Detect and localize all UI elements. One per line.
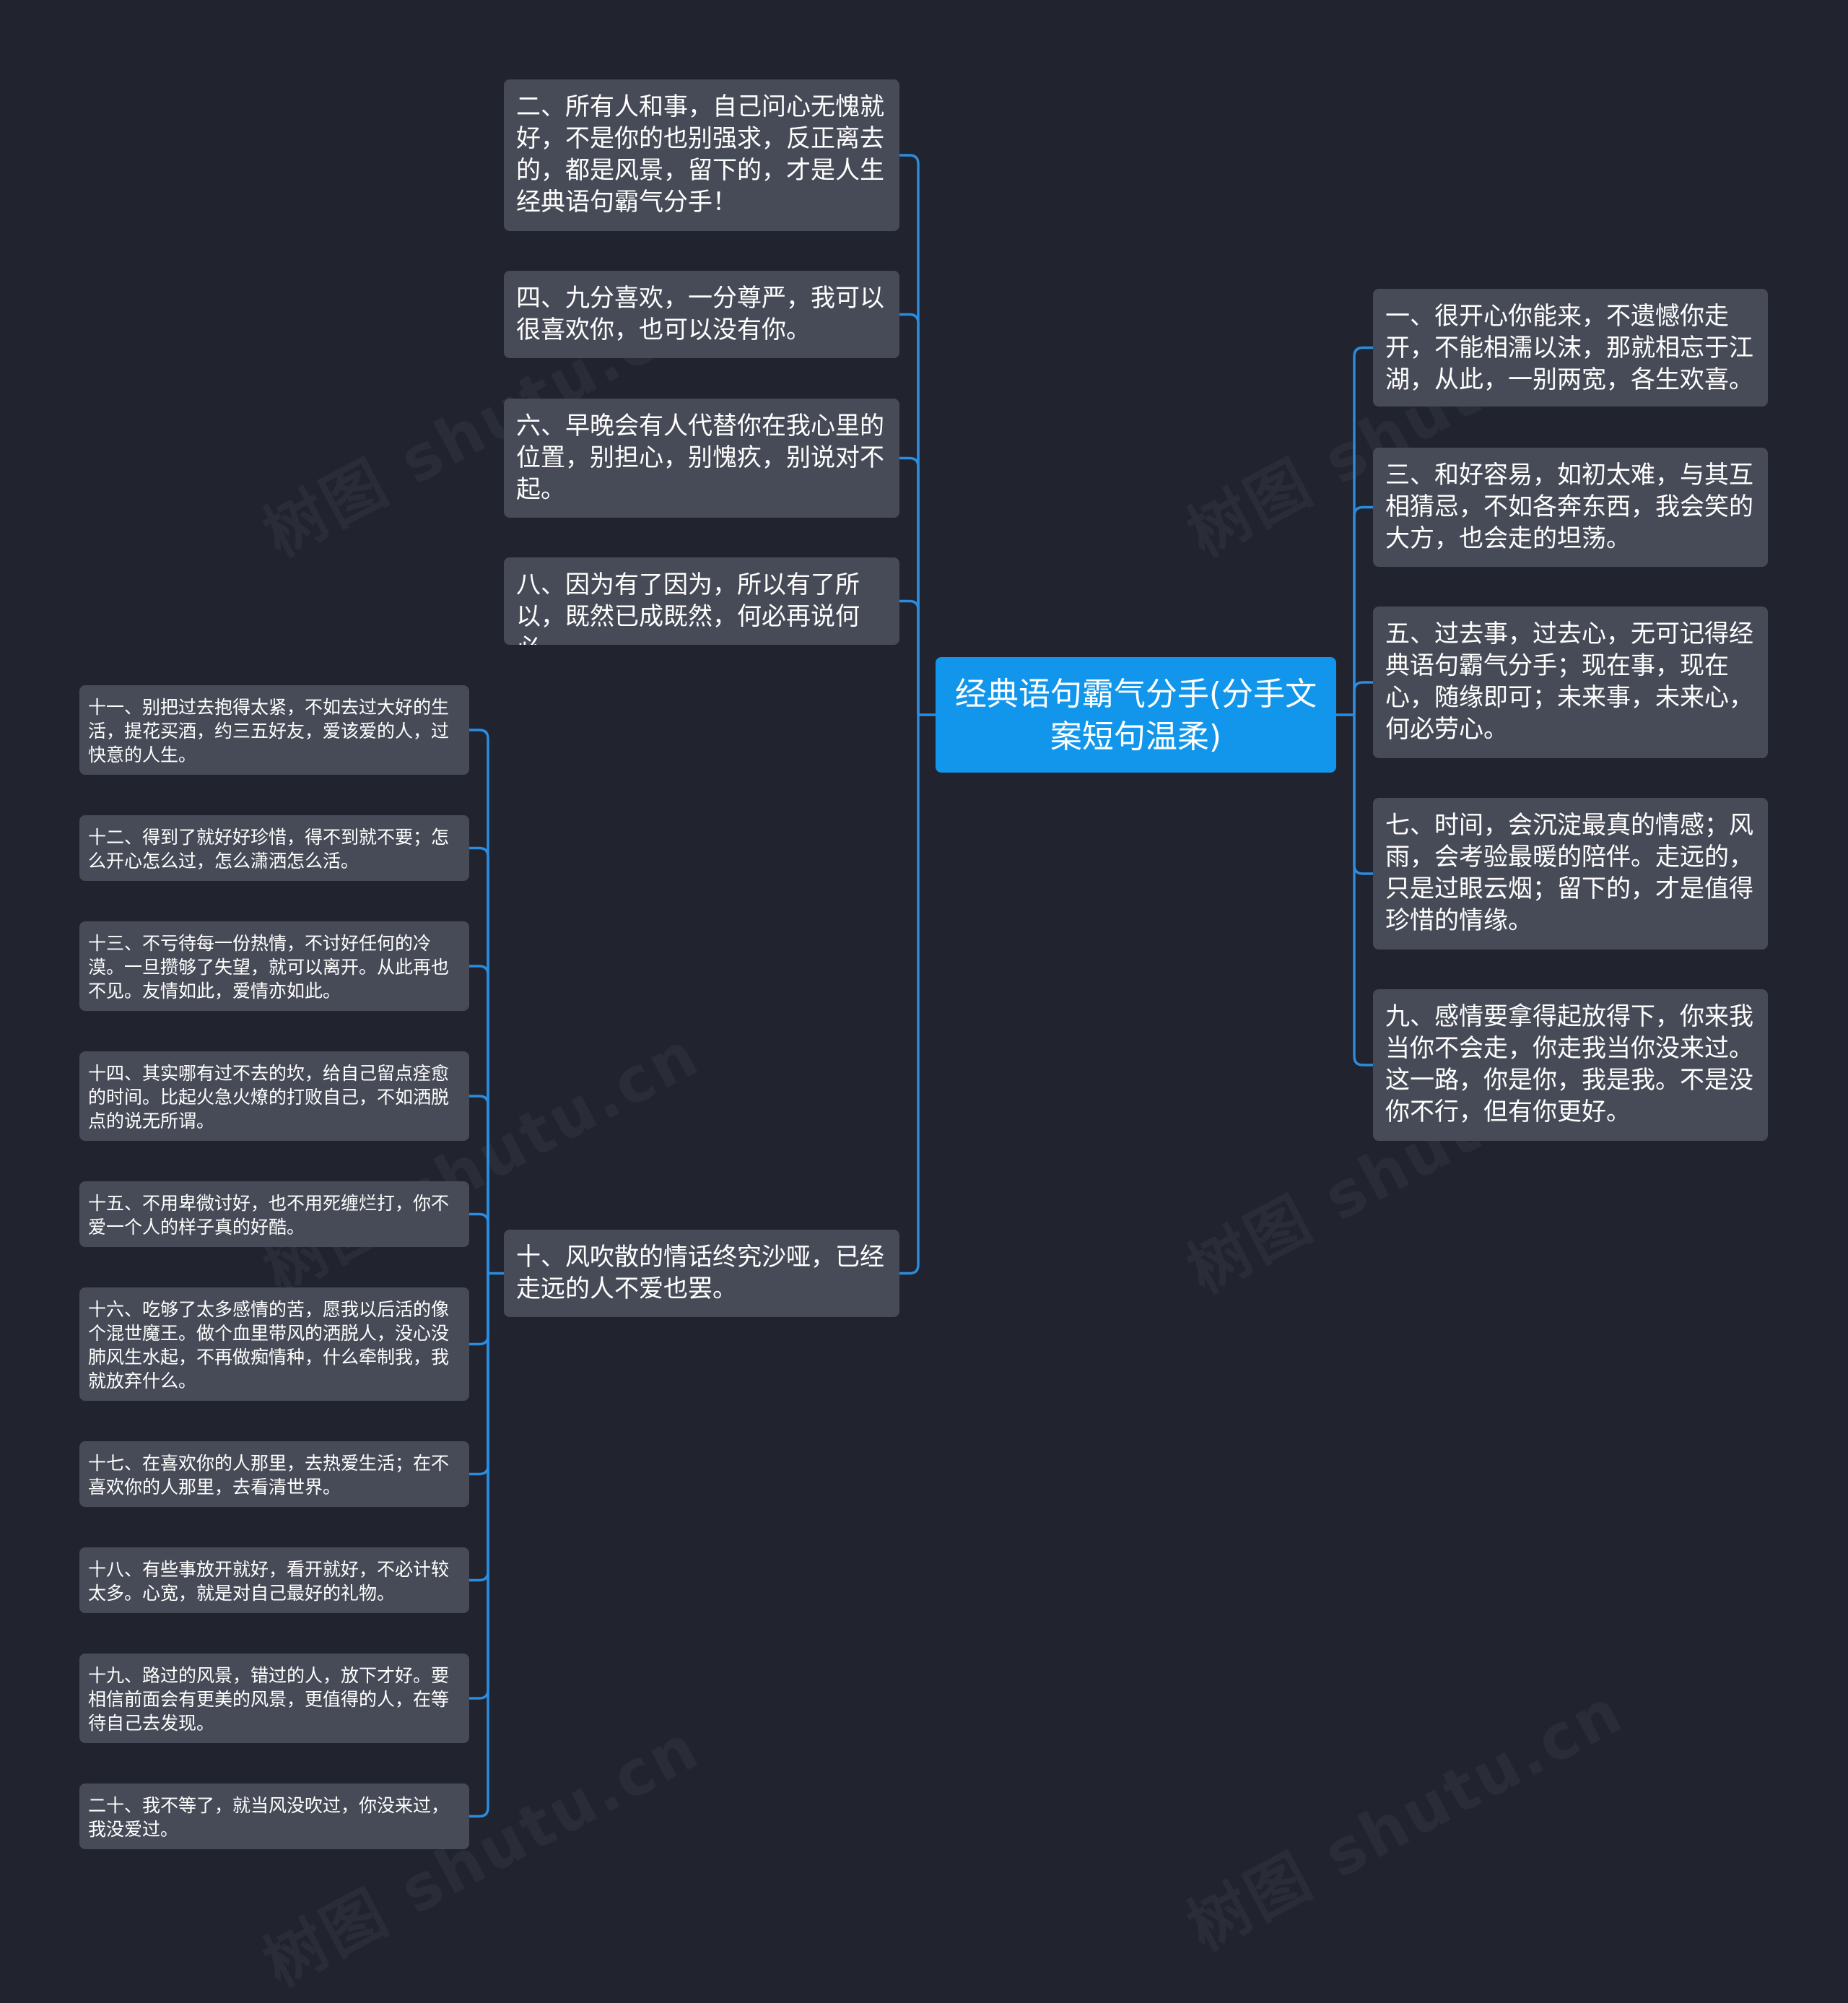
branch-node-7[interactable]: 七、时间，会沉淀最真的情感；风雨，会考验最暖的陪伴。走远的，只是过眼云烟；留下的… — [1373, 798, 1768, 950]
leaf-node-20[interactable]: 二十、我不等了，就当风没吹过，你没来过，我没爱过。 — [79, 1783, 469, 1849]
root-node[interactable]: 经典语句霸气分手(分手文案短句温柔) — [936, 657, 1336, 773]
left-branch-edge-5 — [899, 715, 920, 1275]
right-branch-edge-4 — [1353, 715, 1373, 875]
branch-node-9[interactable]: 九、感情要拿得起放得下，你来我当你不会走，你走我当你没来过。这一路，你是你，我是… — [1373, 989, 1768, 1141]
leaf-branch-edge-2 — [469, 846, 489, 1274]
leaf-branch-edge-7 — [469, 1273, 489, 1476]
leaf-branch-edge-3 — [469, 965, 489, 1274]
leaf-node-15[interactable]: 十五、不用卑微讨好，也不用死缠烂打，你不爱一个人的样子真的好酷。 — [79, 1181, 469, 1247]
leaf-node-12[interactable]: 十二、得到了就好好珍惜，得不到就不要；怎么开心怎么过，怎么潇洒怎么活。 — [79, 815, 469, 881]
leaf-branch-edge-9 — [469, 1273, 489, 1700]
branch-node-8[interactable]: 八、因为有了因为，所以有了所以，既然已成既然，何必再说何必。 — [504, 557, 899, 645]
branch-node-10[interactable]: 十、风吹散的情话终究沙哑，已经走远的人不爱也罢。 — [504, 1230, 899, 1317]
leaf-node-14[interactable]: 十四、其实哪有过不去的坎，给自己留点痊愈的时间。比起火急火燎的打败自己，不如洒脱… — [79, 1051, 469, 1141]
branch-node-6[interactable]: 六、早晚会有人代替你在我心里的位置，别担心，别愧疚，别说对不起。 — [504, 399, 899, 518]
branch-node-1[interactable]: 一、很开心你能来，不遗憾你走开，不能相濡以沫，那就相忘于江湖，从此，一别两宽，各… — [1373, 289, 1768, 407]
leaf-node-13[interactable]: 十三、不亏待每一份热情，不讨好任何的冷漠。一旦攒够了失望，就可以离开。从此再也不… — [79, 921, 469, 1011]
leaf-branch-edge-10 — [469, 1273, 489, 1818]
right-branch-edge-5 — [1353, 715, 1373, 1066]
leaf-node-17[interactable]: 十七、在喜欢你的人那里，去热爱生活；在不喜欢你的人那里，去看清世界。 — [79, 1441, 469, 1507]
branch-node-3[interactable]: 三、和好容易，如初太难，与其互相猜忌，不如各奔东西，我会笑的大方，也会走的坦荡。 — [1373, 448, 1768, 567]
leaf-node-19[interactable]: 十九、路过的风景，错过的人，放下才好。要相信前面会有更美的风景，更值得的人，在等… — [79, 1654, 469, 1743]
right-branch-edge-1 — [1353, 346, 1373, 715]
branch-node-2[interactable]: 二、所有人和事，自己问心无愧就好，不是你的也别强求，反正离去的，都是风景，留下的… — [504, 79, 899, 231]
right-branch-edge-2 — [1353, 505, 1373, 715]
connector-lines — [469, 154, 1373, 1818]
left-branch-edge-4 — [899, 599, 920, 715]
left-branch-edge-3 — [899, 456, 920, 715]
leaf-branch-edge-6 — [469, 1273, 489, 1346]
leaf-branch-edge-8 — [469, 1273, 489, 1582]
branch-node-5[interactable]: 五、过去事，过去心，无可记得经典语句霸气分手；现在事，现在心，随缘即可；未来事，… — [1373, 607, 1768, 758]
left-branch-edge-2 — [899, 313, 920, 715]
right-branch-edge-3 — [1353, 681, 1373, 715]
leaf-node-16[interactable]: 十六、吃够了太多感情的苦，愿我以后活的像个混世魔王。做个血里带风的洒脱人，没心没… — [79, 1287, 469, 1401]
leaf-branch-edge-1 — [469, 729, 489, 1274]
branch-node-4[interactable]: 四、九分喜欢，一分尊严，我可以很喜欢你，也可以没有你。 — [504, 271, 899, 358]
left-branch-edge-1 — [899, 154, 920, 715]
leaf-branch-edge-4 — [469, 1095, 489, 1274]
leaf-node-11[interactable]: 十一、别把过去抱得太紧，不如去过大好的生活，提花买酒，约三五好友，爱该爱的人，过… — [79, 685, 469, 775]
mindmap-canvas: 树图 shutu.cn树图 shutu.cn树图 shutu.cn树图 shut… — [79, 79, 1768, 1849]
leaf-branch-edge-5 — [469, 1212, 489, 1274]
leaf-node-18[interactable]: 十八、有些事放开就好，看开就好，不必计较太多。心宽，就是对自己最好的礼物。 — [79, 1547, 469, 1613]
